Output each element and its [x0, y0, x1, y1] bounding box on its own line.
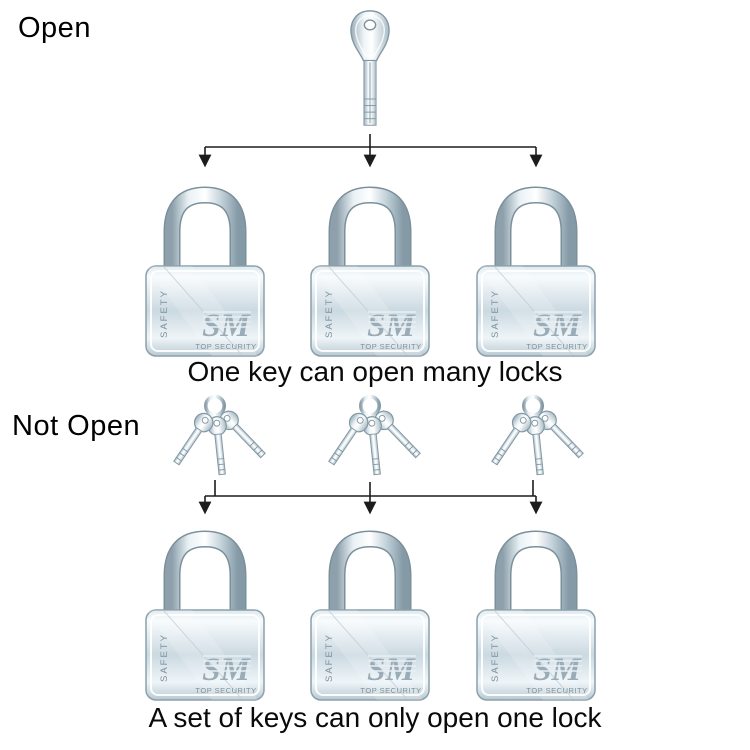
padlock: SAFETY SM TOP SECURITY	[295, 172, 445, 362]
caption-key-set: A set of keys can only open one lock	[148, 702, 602, 733]
lock-body	[145, 265, 265, 357]
key-bundle	[310, 392, 430, 484]
key-bundle-icon	[168, 394, 271, 476]
padlock: SAFETY SM TOP SECURITY	[461, 172, 611, 362]
lock-tagline: TOP SECURITY	[526, 342, 587, 351]
lock-body	[476, 609, 596, 701]
lock-body	[145, 609, 265, 701]
logo-slats	[534, 655, 582, 672]
branch-arrows-bottom	[198, 480, 543, 515]
key-ring-icon	[203, 394, 227, 417]
lock-brand-logo: SM	[367, 308, 416, 344]
padlock: SAFETY SM TOP SECURITY	[130, 516, 280, 706]
padlock-icon: SAFETY SM TOP SECURITY	[476, 530, 596, 701]
lock-brand-logo: SM	[533, 308, 582, 344]
lock-brand-logo: SM	[202, 652, 251, 688]
lock-body	[310, 265, 430, 357]
lock-safety-label: SAFETY	[324, 289, 335, 338]
key-bundle-icon	[486, 394, 589, 476]
lock-tagline: TOP SECURITY	[526, 686, 587, 695]
padlock: SAFETY SM TOP SECURITY	[461, 516, 611, 706]
caption-one-key: One key can open many locks	[187, 356, 563, 387]
key-ring-icon	[358, 394, 382, 417]
not-open-label: Not Open	[12, 410, 141, 442]
lock-safety-label: SAFETY	[159, 289, 170, 338]
lock-brand-logo: SM	[202, 308, 251, 344]
logo-slats	[368, 655, 416, 672]
lock-tagline: TOP SECURITY	[360, 342, 421, 351]
key-hole	[363, 19, 377, 31]
key-bundle	[155, 392, 275, 484]
padlock: SAFETY SM TOP SECURITY	[295, 516, 445, 706]
logo-slats	[203, 655, 251, 672]
padlock-icon: SAFETY SM TOP SECURITY	[310, 530, 430, 701]
open-label: Open	[18, 12, 91, 44]
lock-brand-logo: SM	[367, 652, 416, 688]
padlock-icon: SAFETY SM TOP SECURITY	[145, 530, 265, 701]
lock-tagline: TOP SECURITY	[195, 342, 256, 351]
lock-body	[310, 609, 430, 701]
key-ring-icon	[521, 394, 545, 417]
branch-arrows-top	[198, 134, 543, 168]
lock-safety-label: SAFETY	[490, 289, 501, 338]
key-bundle-icon	[323, 394, 426, 476]
logo-slats	[534, 311, 582, 328]
master-key-icon	[350, 10, 390, 126]
padlock-icon: SAFETY SM TOP SECURITY	[145, 186, 265, 357]
lock-brand-logo: SM	[533, 652, 582, 688]
logo-slats	[368, 311, 416, 328]
lock-tagline: TOP SECURITY	[360, 686, 421, 695]
lock-safety-label: SAFETY	[159, 633, 170, 682]
padlock-icon: SAFETY SM TOP SECURITY	[310, 186, 430, 357]
padlock-icon: SAFETY SM TOP SECURITY	[476, 186, 596, 357]
lock-tagline: TOP SECURITY	[195, 686, 256, 695]
padlock: SAFETY SM TOP SECURITY	[130, 172, 280, 362]
key-bundle	[473, 392, 593, 484]
lock-safety-label: SAFETY	[490, 633, 501, 682]
lock-safety-label: SAFETY	[324, 633, 335, 682]
lock-body	[476, 265, 596, 357]
logo-slats	[203, 311, 251, 328]
